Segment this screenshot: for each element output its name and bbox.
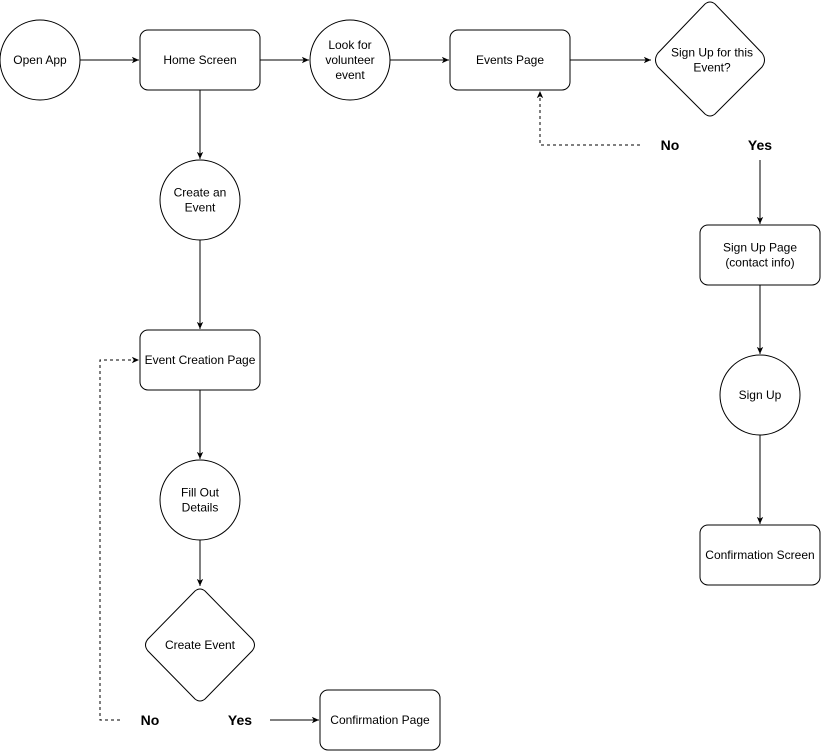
label-line: Open App	[13, 53, 67, 67]
label-line: Sign Up for this	[671, 46, 753, 60]
node-sign-up: Sign Up	[719, 354, 801, 436]
label-line: Fill Out	[181, 486, 220, 500]
label-line: Events Page	[476, 53, 544, 67]
label-line: volunteer	[325, 53, 374, 67]
node-sign-up-page-label: Sign Up Page(contact info)	[723, 241, 797, 270]
edge-no-back-to-creation-page	[99, 356, 139, 721]
branch-label-signup-no: No	[661, 137, 680, 153]
node-events-page-label: Events Page	[476, 53, 544, 67]
label-line: Event	[185, 201, 216, 215]
label-line: Home Screen	[163, 53, 236, 67]
label-line: Sign Up Page	[723, 241, 797, 255]
branch-label-create-no: No	[141, 712, 160, 728]
label-line: Confirmation Page	[330, 713, 430, 727]
label-line: event	[335, 68, 365, 82]
node-sign-up-label: Sign Up	[739, 388, 782, 402]
edges	[80, 56, 764, 724]
node-create-event-decision: Create Event	[145, 588, 255, 702]
node-confirmation-screen-label: Confirmation Screen	[705, 548, 814, 562]
label-line: (contact info)	[725, 256, 794, 270]
label-line: Event Creation Page	[145, 353, 256, 367]
label-line: Confirmation Screen	[705, 548, 814, 562]
node-home-screen: Home Screen	[139, 29, 261, 91]
node-sign-up-page: Sign Up Page(contact info)	[699, 224, 821, 286]
label-line: Sign Up	[739, 388, 782, 402]
branch-label-create-yes: Yes	[228, 712, 252, 728]
node-create-event-decision-label: Create Event	[165, 638, 236, 652]
node-events-page: Events Page	[449, 29, 571, 91]
label-line: Look for	[328, 38, 371, 52]
label-line: Details	[182, 501, 219, 515]
node-confirmation-page-label: Confirmation Page	[330, 713, 430, 727]
node-confirmation-page: Confirmation Page	[319, 689, 441, 751]
edge-no-back-to-events-page	[536, 91, 640, 146]
label-line: Create an	[174, 186, 227, 200]
node-event-creation-page-label: Event Creation Page	[145, 353, 256, 367]
node-open-app: Open App	[0, 19, 81, 101]
node-event-creation-page: Event Creation Page	[139, 329, 261, 391]
branch-label-signup-yes: Yes	[748, 137, 772, 153]
node-open-app-label: Open App	[13, 53, 67, 67]
label-line: Create Event	[165, 638, 236, 652]
node-confirmation-screen: Confirmation Screen	[699, 524, 821, 586]
label-line: Event?	[693, 61, 731, 75]
node-home-screen-label: Home Screen	[163, 53, 236, 67]
